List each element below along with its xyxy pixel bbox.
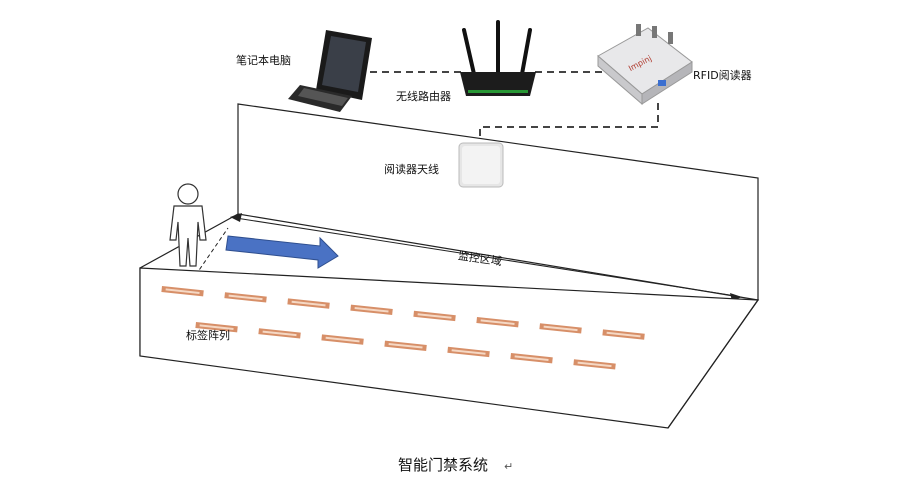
rfid-tag (573, 359, 616, 370)
reader-antenna-link (479, 103, 659, 142)
rfid-tag (539, 323, 582, 334)
router-icon (460, 20, 536, 96)
rfid-tag (350, 304, 393, 315)
laptop-icon (288, 30, 372, 112)
rfid-reader-label: RFID阅读器 (693, 68, 752, 82)
rfid-tag (224, 292, 267, 303)
back-wall (237, 103, 759, 301)
rfid-tag (258, 328, 301, 339)
network-connections (370, 71, 659, 142)
rfid-tag (602, 329, 645, 340)
rfid-tag (384, 340, 427, 351)
tag-array (161, 286, 645, 370)
rfid-tag (287, 298, 330, 309)
rfid-reader-icon: Impinj (597, 24, 693, 106)
antenna-label: 阅读器天线 (384, 162, 439, 176)
rfid-tag (195, 322, 238, 333)
antenna-icon (458, 142, 504, 188)
rfid-tag (447, 346, 490, 358)
rfid-tag (510, 353, 553, 364)
direction-arrow (225, 235, 339, 269)
rfid-tag (476, 317, 519, 328)
monitor-zone-label: 监控区域 (457, 248, 503, 268)
tag-array-label: 标签阵列 (186, 328, 230, 342)
rfid-tag (321, 334, 364, 345)
right-wall-edge (667, 299, 759, 429)
rfid-tag (161, 286, 204, 297)
laptop-label: 笔记本电脑 (236, 53, 291, 67)
return-mark-icon: ↵ (504, 460, 513, 473)
person-icon (169, 183, 207, 267)
rfid-tag (413, 310, 456, 322)
router-label: 无线路由器 (396, 89, 451, 103)
diagram-caption: 智能门禁系统 (398, 456, 488, 474)
